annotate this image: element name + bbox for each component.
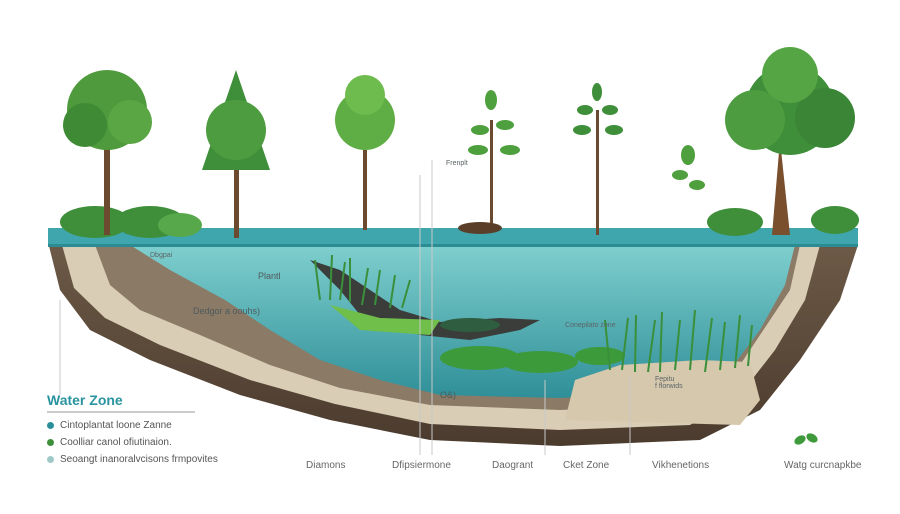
leaf-icon <box>794 433 818 445</box>
bottom-label: Vikhenetions <box>652 460 710 471</box>
legend-item-label: Seoangt inanoralvcisons frmpovites <box>60 454 218 465</box>
submerged-grass <box>314 254 753 373</box>
label-shallow: Dedgor a oouhs) <box>193 306 261 316</box>
sprout <box>672 145 705 190</box>
bottom-label: Cket Zone <box>563 460 610 471</box>
legend-item: Seoangt inanoralvcisons frmpovites <box>47 454 218 465</box>
label-plant: Plantl <box>258 271 281 281</box>
label-center-zone: Conepilato zone <box>565 322 616 329</box>
guide-lines <box>59 160 631 455</box>
tree-1 <box>63 70 152 235</box>
lily-pads <box>440 318 625 373</box>
shore-shrubs <box>60 206 859 238</box>
legend-dot-icon <box>47 456 54 463</box>
legend-item-label: Coolliar canol ofiutinaion. <box>60 437 172 448</box>
label-shore-top: Dbgpai <box>150 252 173 259</box>
legend-dot-icon <box>47 439 54 446</box>
tree-big <box>725 47 855 235</box>
legend-dot-icon <box>47 422 54 429</box>
legend-item: Cintoplantat loone Zanne <box>47 420 172 431</box>
bottom-label: Watg curcnapkbe <box>784 460 862 471</box>
bottom-label: Daogrant <box>492 460 534 471</box>
label-right-note: Fepitu f florwids <box>655 376 683 390</box>
tree-3 <box>335 75 395 230</box>
tree-2 <box>202 70 270 238</box>
legend-item: Coolliar canol ofiutinaion. <box>47 437 172 448</box>
water-surface <box>48 228 858 246</box>
bottom-label: Dfipsiermone <box>392 460 451 471</box>
legend-item-label: Cintoplantat loone Zanne <box>60 420 172 431</box>
right-bank <box>565 360 760 425</box>
label-tree-note: Frenplt <box>446 160 468 167</box>
label-deep-marker: O&) <box>440 390 457 400</box>
sapling-2 <box>573 83 623 235</box>
legend-title: Water Zone <box>47 392 123 408</box>
sapling-1 <box>458 90 520 234</box>
bottom-label: Diamons <box>306 460 346 471</box>
